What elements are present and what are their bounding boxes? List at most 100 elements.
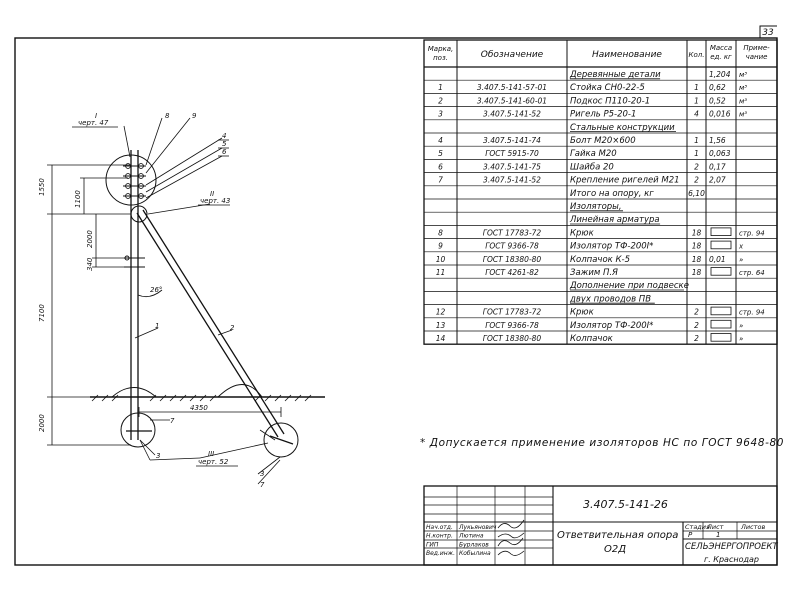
cell-designation: ГОСТ 5915-70 — [485, 149, 539, 158]
dim-7100: 7100 — [38, 304, 46, 322]
cell-name: Изоляторы, — [570, 202, 622, 212]
cell-name: Гайка М20 — [570, 149, 617, 159]
cell-qty: 2 — [694, 321, 699, 330]
drawing-labels: 1550 1100 2000 340 7100 2000 4350 26° I … — [38, 112, 265, 489]
cell-name: Стойка СН0-22-5 — [570, 83, 645, 93]
signature-4 — [497, 550, 525, 556]
cell-pos: 7 — [438, 176, 443, 185]
cell-note: м³ — [739, 111, 747, 119]
leader-7-pole: 7 — [170, 417, 175, 425]
detail-circle-strut-base — [263, 422, 299, 458]
cell-qty: 1 — [694, 83, 699, 92]
cell-qty: 2 — [694, 308, 699, 317]
signature-role: Вед.инж. — [426, 550, 455, 557]
signature-role: ГИП — [426, 541, 439, 548]
cell-note: стр. 64 — [739, 269, 765, 277]
col-stage: Стадия — [685, 523, 710, 531]
cell-name: Крепление ригелей М21 — [570, 176, 680, 186]
cell-qty: 2 — [694, 334, 699, 343]
cell-pos: 9 — [438, 242, 443, 251]
cell-pos: 10 — [436, 255, 446, 264]
detail-mark-2: II — [210, 190, 214, 198]
blank-mass-box — [710, 240, 732, 250]
cell-designation: 3.407.5-141-57-01 — [477, 83, 547, 92]
cell-name: Колпачок — [570, 334, 614, 344]
cell-mass: 0,063 — [709, 149, 731, 158]
cell-designation: 3.407.5-141-60-01 — [477, 96, 547, 105]
insulator-group — [123, 163, 146, 199]
blank-mass-box — [710, 306, 732, 316]
cell-pos: 5 — [438, 149, 443, 158]
cell-pos: 12 — [436, 308, 446, 317]
cell-note: м³ — [739, 84, 747, 92]
title-line-1: Ответвительная опора — [557, 530, 678, 541]
header-qty: Кол. — [689, 51, 705, 59]
cell-name: Ригель Р5-20-1 — [570, 110, 636, 120]
dim-1550: 1550 — [38, 178, 46, 196]
cell-designation: ГОСТ 17783-72 — [483, 308, 542, 317]
cell-mass: 0,17 — [709, 162, 726, 171]
angle-label: 26° — [150, 286, 162, 294]
table-row: двух проводов ПВ — [424, 294, 777, 305]
cell-pos: 6 — [438, 162, 443, 171]
cell-pos: 11 — [436, 268, 446, 277]
leader-5: 5 — [222, 140, 227, 148]
header-pos-2: поз. — [433, 54, 448, 62]
table-row: Линейная арматура — [424, 215, 777, 226]
strut-edge-a — [136, 212, 279, 438]
cell-pos: 4 — [438, 136, 443, 145]
cell-qty: 18 — [692, 228, 702, 237]
cell-designation: 3.407.5-141-52 — [483, 176, 541, 185]
cell-name: Крюк — [570, 308, 595, 318]
leader-1: 1 — [155, 322, 159, 330]
cell-name: Болт М20×600 — [570, 136, 636, 146]
soil-mound-right — [217, 384, 263, 398]
cell-designation: ГОСТ 18380-80 — [483, 334, 542, 343]
cell-pos: 2 — [438, 96, 443, 105]
leader-8: 8 — [165, 112, 170, 120]
cell-designation: 3.407.5-141-52 — [483, 110, 541, 119]
cell-mass: 0,016 — [709, 110, 731, 119]
leader-9: 9 — [192, 112, 197, 120]
cell-name: Колпачок К-5 — [570, 255, 630, 265]
cell-name: Зажим П.Я — [570, 268, 618, 278]
cell-mass: 1,204 — [709, 70, 731, 79]
leader-3-strut: 3 — [260, 470, 264, 478]
blank-mass-box — [710, 319, 732, 329]
cell-pos: 1 — [438, 83, 443, 92]
signature-name: Кобылина — [459, 550, 491, 557]
page-number: 33 — [762, 28, 774, 38]
leader-7-strut: 7 — [260, 481, 265, 489]
detail-mark-1: I — [95, 112, 97, 120]
lower-hook-insulator — [124, 255, 130, 261]
table-row: Изоляторы, — [424, 202, 777, 213]
header-name: Наименование — [592, 50, 662, 60]
cell-note: м³ — [739, 97, 747, 105]
cell-qty: 6,10 — [688, 189, 705, 198]
header-mass-1: Масса — [710, 44, 732, 52]
cell-note: х — [738, 243, 744, 251]
signature-name: Лукьянович — [458, 524, 497, 531]
cell-name: Дополнение при подвеске — [569, 281, 689, 291]
blank-mass-box — [710, 227, 732, 236]
cell-mass: 0,62 — [709, 83, 726, 92]
signature-3 — [497, 537, 524, 547]
pole-drawing — [47, 117, 325, 485]
blank-mass-box — [710, 267, 732, 276]
cell-note: » — [739, 335, 743, 343]
col-sheets: Листов — [740, 523, 765, 531]
riegel-strut — [269, 435, 294, 445]
cell-note: м³ — [739, 71, 747, 79]
